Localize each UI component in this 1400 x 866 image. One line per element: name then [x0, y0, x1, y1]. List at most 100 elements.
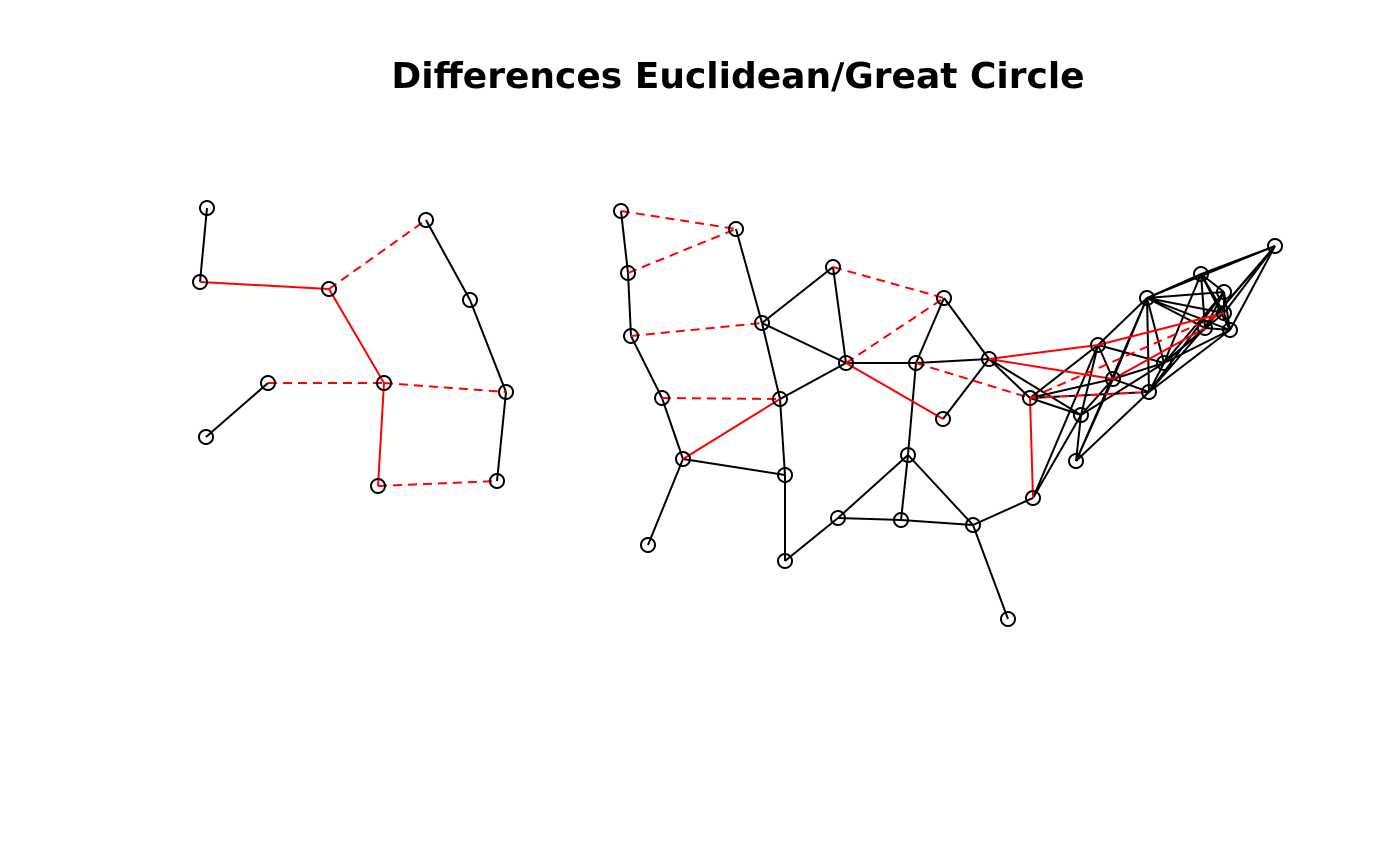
- node-b18: [900, 447, 916, 463]
- node-b30: [1156, 355, 1172, 371]
- edge-common: [779, 362, 847, 400]
- edge-greatcircle-only: [915, 362, 1031, 399]
- node-b33: [1216, 284, 1232, 300]
- edge-common: [900, 454, 909, 521]
- node-a3: [321, 281, 337, 297]
- edge-euclidean-only: [1097, 312, 1225, 346]
- edge-common: [1080, 378, 1114, 416]
- edge-common: [205, 382, 269, 438]
- edge-common: [1146, 297, 1225, 314]
- edge-common: [1032, 414, 1082, 499]
- edge-greatcircle-only: [630, 322, 763, 337]
- edge-common: [735, 228, 763, 324]
- edge-common: [1112, 378, 1150, 393]
- node-b25: [1068, 453, 1084, 469]
- node-a5: [462, 292, 478, 308]
- edge-common: [972, 524, 1009, 620]
- edge-greatcircle-only: [377, 480, 498, 487]
- edge-common: [832, 266, 847, 364]
- edge-common: [761, 322, 781, 400]
- node-b13: [838, 355, 854, 371]
- edge-common: [915, 297, 945, 364]
- edge-common: [942, 358, 990, 420]
- edge-common: [1112, 362, 1165, 380]
- edge-euclidean-only: [328, 288, 385, 384]
- edge-common: [1200, 273, 1225, 293]
- node-b2: [620, 265, 636, 281]
- node-b10: [772, 391, 788, 407]
- edge-common: [1080, 362, 1165, 416]
- edge-euclidean-only: [199, 281, 330, 290]
- edge-common: [661, 397, 684, 460]
- node-a8: [376, 375, 392, 391]
- node-b28: [1105, 371, 1121, 387]
- edge-common: [682, 458, 786, 476]
- node-b22: [981, 351, 997, 367]
- node-a1: [199, 200, 215, 216]
- edge-common: [1146, 297, 1206, 329]
- edge-common: [1080, 344, 1099, 416]
- edge-greatcircle-only: [832, 266, 945, 299]
- node-b24: [1025, 490, 1041, 506]
- node-b1: [613, 203, 629, 219]
- node-b12: [777, 553, 793, 569]
- edge-common: [1097, 344, 1114, 380]
- node-b26: [1073, 407, 1089, 423]
- edge-common: [1146, 245, 1276, 299]
- chart-title: Differences Euclidean/Great Circle: [391, 56, 1085, 97]
- edge-greatcircle-only: [661, 397, 781, 400]
- edge-common: [915, 358, 990, 364]
- edge-common: [837, 454, 909, 519]
- edge-euclidean-only: [988, 358, 1114, 380]
- node-b23: [1022, 390, 1038, 406]
- node-b16: [908, 355, 924, 371]
- edge-common: [199, 207, 208, 283]
- node-b7: [728, 221, 744, 237]
- node-a9: [370, 478, 386, 494]
- node-b31: [1139, 290, 1155, 306]
- node-b8: [754, 315, 770, 331]
- edge-common: [1204, 327, 1231, 331]
- node-a2: [192, 274, 208, 290]
- edge-common: [1032, 344, 1099, 499]
- edge-greatcircle-only: [627, 228, 737, 274]
- edge-common: [784, 517, 839, 562]
- nodes-layer: [192, 200, 1283, 627]
- edge-common: [907, 362, 917, 456]
- edge-common: [425, 219, 471, 301]
- edge-common: [630, 335, 663, 399]
- edge-common: [837, 517, 902, 521]
- edge-euclidean-only: [845, 362, 944, 420]
- edge-common: [1029, 378, 1114, 399]
- node-b4: [654, 390, 670, 406]
- edge-euclidean-only: [1029, 397, 1034, 499]
- edge-common: [1229, 245, 1276, 331]
- node-b32: [1193, 266, 1209, 282]
- edge-common: [1223, 312, 1231, 331]
- edge-common: [1148, 329, 1231, 393]
- node-b6: [640, 537, 656, 553]
- edge-common: [1097, 297, 1148, 346]
- node-b9: [825, 259, 841, 275]
- edge-greatcircle-only: [1029, 391, 1150, 399]
- node-b14: [830, 510, 846, 526]
- edge-common: [761, 266, 834, 324]
- edge-euclidean-only: [682, 398, 781, 460]
- edge-greatcircle-only: [1029, 312, 1225, 399]
- edge-common: [1075, 391, 1150, 462]
- edge-greatcircle-only: [328, 219, 427, 290]
- edge-common: [988, 358, 1031, 399]
- edge-greatcircle-only: [620, 210, 737, 230]
- edge-common: [900, 519, 974, 526]
- edge-common: [496, 391, 507, 482]
- edge-common: [1112, 297, 1148, 380]
- edge-common: [647, 458, 684, 546]
- node-a6: [498, 384, 514, 400]
- node-b29: [1141, 384, 1157, 400]
- node-b36: [1197, 320, 1213, 336]
- edge-euclidean-only: [1112, 327, 1206, 380]
- node-b27: [1090, 337, 1106, 353]
- node-b20: [965, 517, 981, 533]
- node-b37: [1267, 238, 1283, 254]
